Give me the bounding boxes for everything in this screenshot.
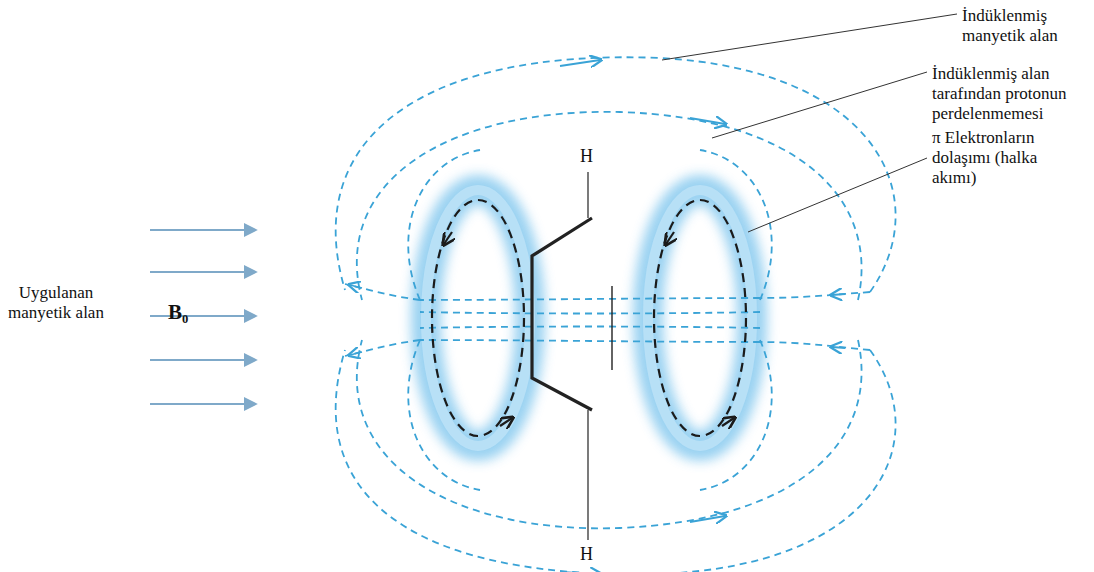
leader-lines	[662, 14, 957, 232]
induced-field-label: İndüklenmiş manyetik alan	[962, 6, 1082, 46]
deshielding-label: İndüklenmiş alan tarafından protonun per…	[932, 64, 1090, 124]
applied-field-label: Uygulanan manyetik alan	[4, 283, 108, 323]
induced-field-arrowheads	[350, 285, 845, 355]
ring-current-label: π Elektronların dolaşımı (halka akımı)	[932, 128, 1072, 188]
induced-field-lines	[336, 57, 896, 572]
ring-current	[432, 200, 746, 436]
ring-current-arrowheads	[444, 232, 734, 426]
pi-cloud-core	[426, 190, 752, 446]
field-symbol: B₀	[168, 300, 208, 324]
pi-cloud-glow	[426, 190, 752, 446]
applied-field-arrows	[150, 230, 255, 404]
benzene-molecule	[532, 172, 612, 540]
hydrogen-atom: H	[578, 544, 595, 565]
hydrogen-atom: H	[578, 146, 595, 167]
